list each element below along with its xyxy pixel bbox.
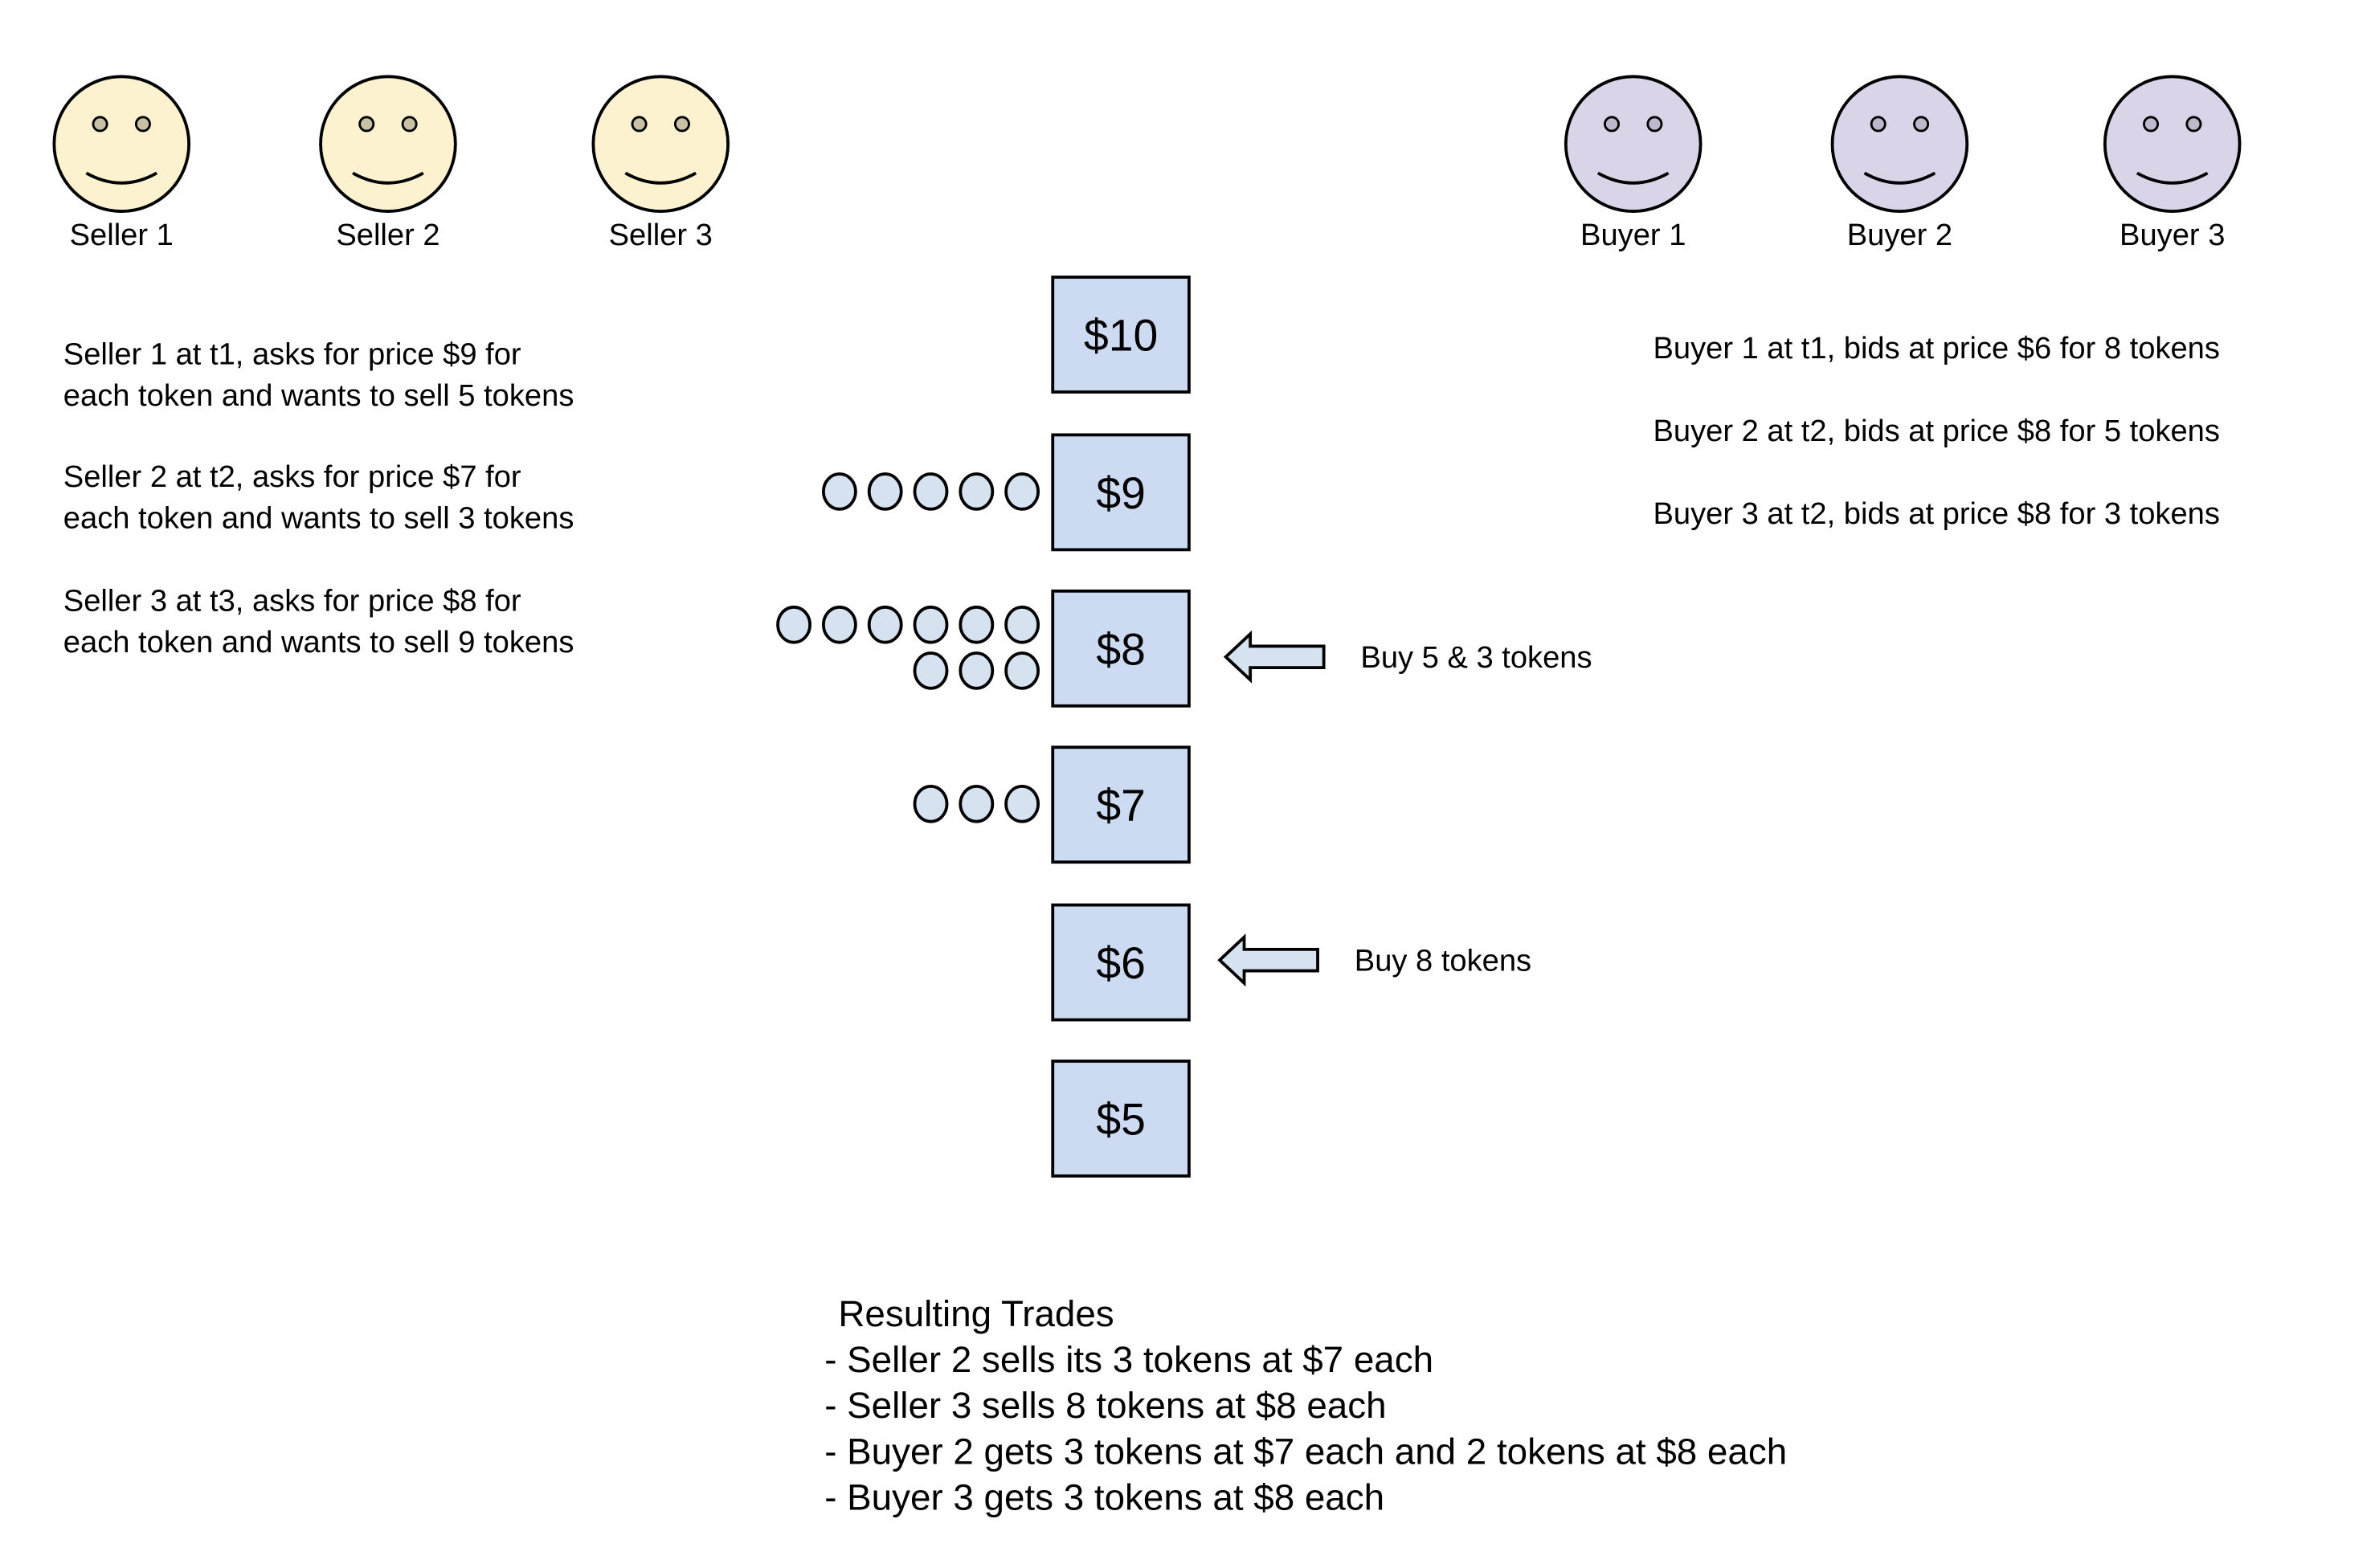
eye-icon	[2143, 116, 2160, 133]
price-level: $8	[1051, 589, 1191, 708]
price-label: $6	[1096, 938, 1145, 988]
price-label: $5	[1096, 1095, 1145, 1145]
mouth-icon	[2136, 171, 2209, 185]
price-box	[1051, 745, 1191, 864]
token-icon	[1004, 472, 1040, 511]
seller-descriptions: Seller 1 at t1, asks for price $9 for ea…	[63, 337, 574, 659]
smiley-face-icon	[1830, 75, 1969, 213]
price-level: $5	[1051, 1060, 1191, 1178]
seller-label: Seller 1	[70, 218, 174, 252]
eye-icon	[1646, 116, 1663, 133]
smiley-face-icon	[591, 75, 730, 213]
eye-icon	[134, 116, 151, 133]
buyer-3-desc: Buyer 3 at t2, bids at price $8 for 3 to…	[1654, 496, 2220, 531]
token-icon	[867, 605, 903, 644]
bid-6: Buy 8 tokens	[1217, 933, 1531, 987]
mouth-icon	[85, 171, 158, 185]
eye-icon	[358, 116, 375, 133]
buyer-2: Buyer 2	[1830, 75, 1969, 252]
seller-1: Seller 1	[52, 75, 191, 252]
buyer-descriptions: Buyer 1 at t1, bids at price $6 for 8 to…	[1654, 331, 2220, 531]
token-icon	[867, 472, 903, 511]
token-icon	[913, 651, 949, 690]
price-label: $7	[1096, 781, 1145, 831]
seller-label: Seller 3	[609, 218, 713, 252]
seller-3-desc-line-2: each token and wants to sell 9 tokens	[63, 625, 574, 659]
token-icon	[959, 472, 995, 511]
token-icon	[959, 784, 995, 823]
token-icon	[1004, 651, 1040, 690]
left-arrow-icon	[1223, 630, 1326, 684]
price-label: $8	[1096, 624, 1145, 674]
price-label: $10	[1084, 311, 1158, 361]
left-arrow-icon	[1217, 933, 1319, 987]
price-level: $9	[1051, 433, 1191, 552]
seller-3: Seller 3	[591, 75, 730, 252]
buyer-1-desc: Buyer 1 at t1, bids at price $6 for 8 to…	[1654, 331, 2220, 365]
token-icon	[821, 472, 857, 511]
buyer-label: Buyer 3	[2120, 218, 2225, 252]
buyer-1: Buyer 1	[1564, 75, 1703, 252]
buyer-label: Buyer 2	[1847, 218, 1952, 252]
token-icon	[776, 605, 812, 644]
buyer-3: Buyer 3	[2103, 75, 2242, 252]
eye-icon	[92, 116, 108, 133]
seller-2-desc-line-1: Seller 2 at t2, asks for price $7 for	[63, 459, 521, 494]
token-icon	[913, 605, 949, 644]
seller-label: Seller 2	[336, 218, 439, 252]
price-level: $6	[1051, 903, 1191, 1022]
eye-icon	[673, 116, 690, 133]
seller-1-desc-line-2: each token and wants to sell 5 tokens	[63, 378, 574, 413]
price-label: $9	[1096, 468, 1145, 518]
mouth-icon	[1596, 171, 1670, 185]
token-icon	[1004, 605, 1040, 644]
price-level: $7	[1051, 745, 1191, 864]
mouth-icon	[352, 171, 424, 185]
token-icon	[1004, 784, 1040, 823]
price-level: $10	[1051, 276, 1191, 394]
eye-icon	[1870, 116, 1887, 133]
smiley-face-icon	[1564, 75, 1703, 213]
price-box	[1051, 903, 1191, 1022]
token-icon	[959, 605, 995, 644]
result-line: - Seller 3 sells 8 tokens at $8 each	[824, 1385, 1386, 1426]
bid-label: Buy 8 tokens	[1355, 944, 1531, 978]
token-icon	[913, 784, 949, 823]
bid-label: Buy 5 & 3 tokens	[1360, 640, 1592, 675]
resulting-trades: Resulting Trades - Seller 2 sells its 3 …	[824, 1293, 1787, 1518]
result-line: - Seller 2 sells its 3 tokens at $7 each	[824, 1339, 1433, 1380]
result-line: - Buyer 2 gets 3 tokens at $7 each and 2…	[824, 1431, 1787, 1472]
token-icon	[959, 651, 995, 690]
seller-1-desc-line-1: Seller 1 at t1, asks for price $9 for	[63, 337, 521, 372]
mouth-icon	[1863, 171, 1936, 185]
mouth-icon	[624, 171, 697, 185]
buyer-2-desc: Buyer 2 at t2, bids at price $8 for 5 to…	[1654, 414, 2220, 448]
smiley-face-icon	[2103, 75, 2242, 213]
price-box	[1051, 433, 1191, 552]
smiley-face-icon	[319, 75, 457, 213]
bid-8: Buy 5 & 3 tokens	[1223, 630, 1592, 684]
eye-icon	[1913, 116, 1930, 133]
price-box	[1051, 276, 1191, 394]
smiley-face-icon	[52, 75, 191, 213]
seller-3-desc-line-1: Seller 3 at t3, asks for price $8 for	[63, 584, 521, 619]
price-box	[1051, 1060, 1191, 1178]
buyer-label: Buyer 1	[1580, 218, 1686, 252]
token-icon	[821, 605, 857, 644]
eye-icon	[401, 116, 418, 133]
price-box	[1051, 589, 1191, 708]
eye-icon	[631, 116, 648, 133]
results-title: Resulting Trades	[838, 1293, 1114, 1334]
result-line: - Buyer 3 gets 3 tokens at $8 each	[824, 1477, 1384, 1518]
eye-icon	[2185, 116, 2202, 133]
seller-2: Seller 2	[319, 75, 457, 252]
seller-2-desc-line-2: each token and wants to sell 3 tokens	[63, 501, 574, 536]
token-icon	[913, 472, 949, 511]
eye-icon	[1604, 116, 1621, 133]
